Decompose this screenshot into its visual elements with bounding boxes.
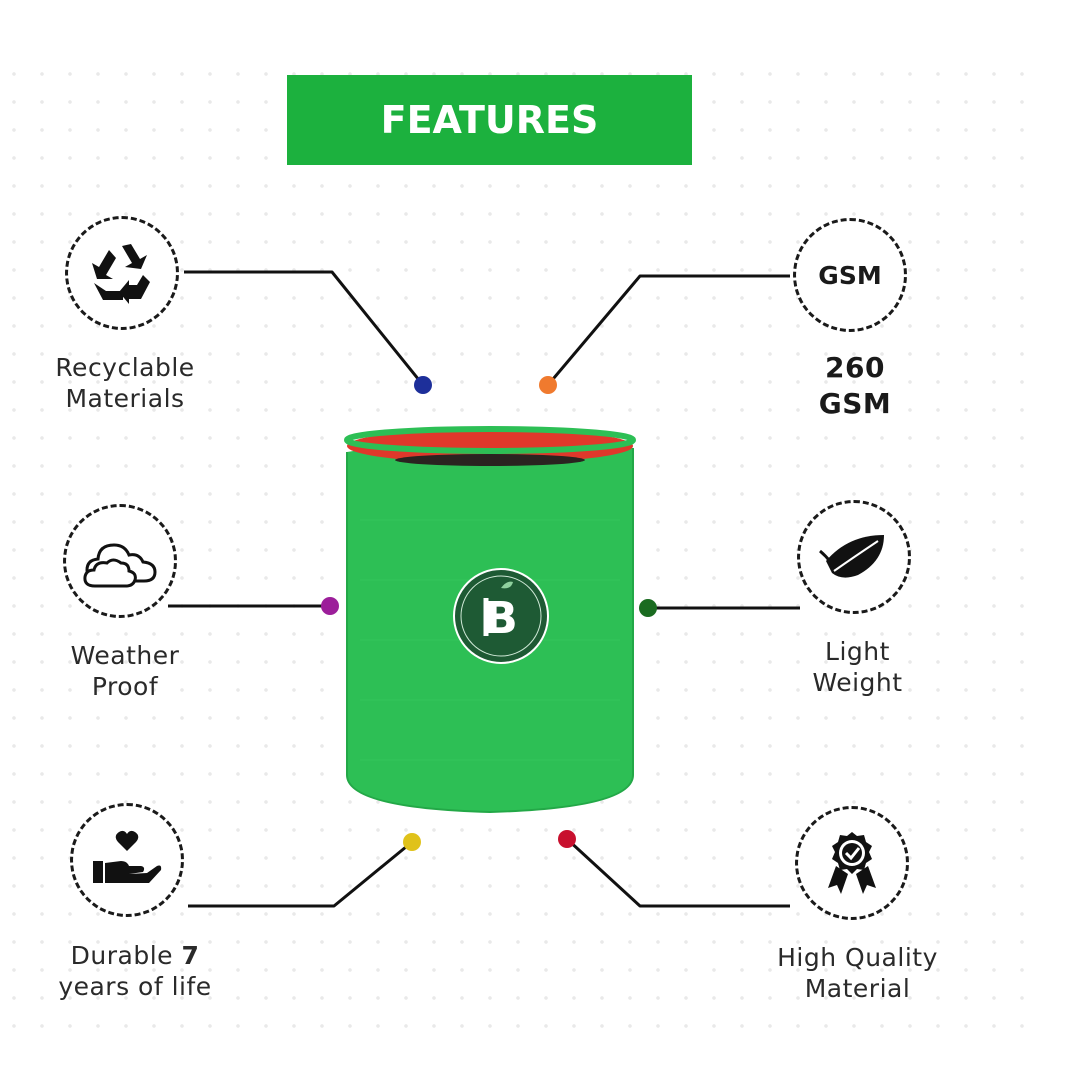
recycle-icon-circle [65,216,179,330]
edenbloom-logo [453,568,549,664]
gsm-value-label: 260 GSM [818,351,892,420]
heart-hand-icon-circle [70,803,184,917]
connector-durable [188,840,413,908]
connector-quality [565,837,790,908]
quality-badge-icon [828,832,876,894]
cloud-icon-circle [63,504,177,618]
gsm-badge-circle: GSM [793,218,907,332]
dot-gsm [539,376,557,394]
recyclable-label: Recyclable Materials [55,353,195,413]
dot-recyclable [414,376,432,394]
grow-bag-image: B [344,426,636,814]
feather-icon-circle [797,500,911,614]
recycle-icon [92,244,150,304]
light-label: Light Weight [812,637,903,697]
dot-quality [558,830,576,848]
dot-light [639,599,657,617]
svg-text:B: B [484,593,518,644]
connector-recyclable [184,270,425,386]
feather-icon [819,535,884,578]
cloud-icon [83,543,157,588]
features-title: FEATURES [380,98,599,142]
weather-label: Weather Proof [70,641,180,701]
quality-label: High Quality Material [777,943,938,1003]
connector-gsm [546,274,790,386]
heart-hand-icon [93,830,162,883]
dot-weather [321,597,339,615]
quality-badge-icon-circle [795,806,909,920]
features-banner: FEATURES [287,75,692,165]
dot-durable [403,833,421,851]
gsm-badge-text: GSM [818,260,882,290]
durable-label: Durable 7 years of life [58,941,212,1001]
